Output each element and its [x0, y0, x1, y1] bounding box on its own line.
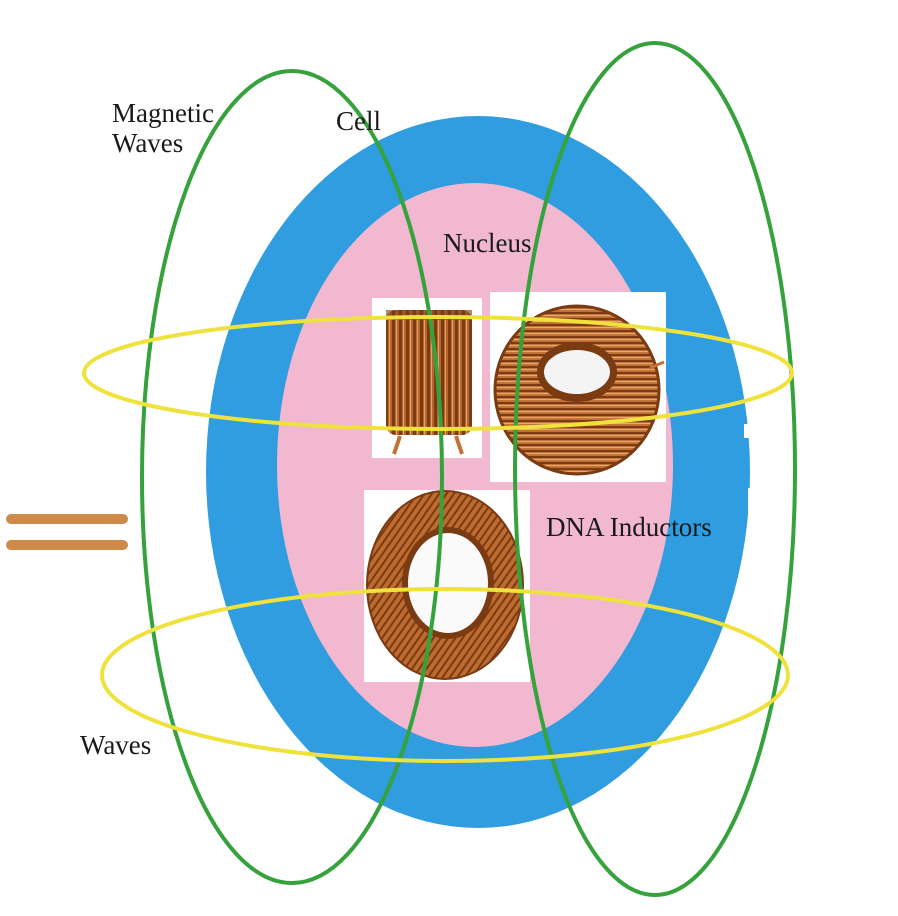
cell-edge-mark: [744, 424, 750, 438]
cell-label: Cell: [336, 106, 381, 136]
toroidal-inductor-icon: [490, 292, 666, 482]
equals-sign-icon: [6, 514, 128, 550]
cell-edge-mark: [748, 488, 753, 528]
ring-inductor-icon: [364, 490, 530, 682]
magnetic-field-line-left: [140, 69, 444, 885]
nucleus-label: Nucleus: [443, 228, 532, 258]
dna-inductors-label: DNA Inductors: [546, 512, 712, 542]
cylinder-inductor-icon: [372, 298, 482, 458]
waves-label: Waves: [80, 730, 152, 760]
wave-ring-upper: [82, 315, 794, 431]
magnetic-waves-label: Magnetic Waves: [112, 98, 214, 159]
magnetic-field-line-right: [513, 41, 797, 897]
wave-ring-lower: [100, 587, 790, 763]
